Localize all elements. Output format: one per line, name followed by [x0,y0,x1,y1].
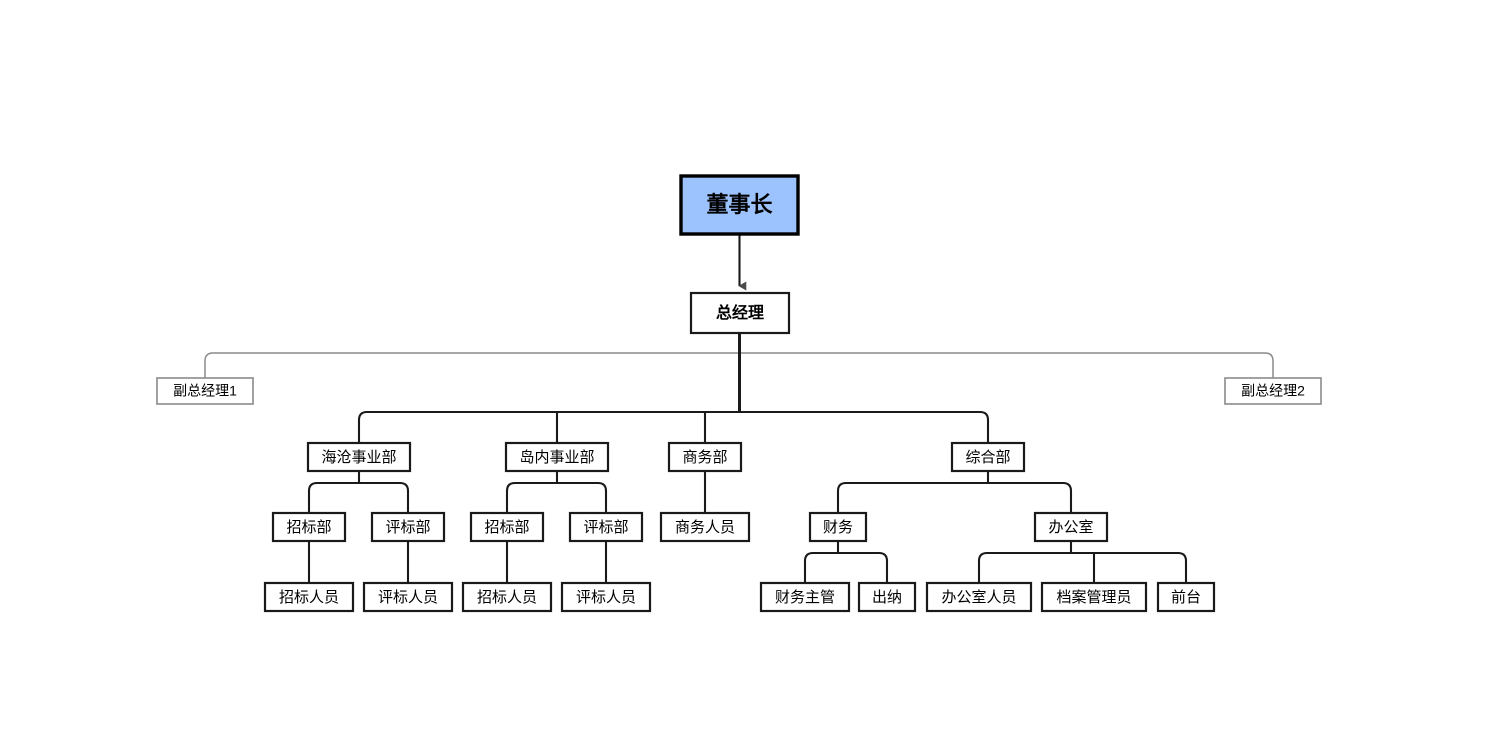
edge-daonei-to-evaluation [557,481,608,513]
node-haicang-bidding-staff[interactable]: 招标人员 [263,581,355,613]
node-deputy-gm-2-label: 副总经理2 [1241,383,1305,399]
node-daonei-evaluation-box[interactable] [568,511,644,543]
node-daonei-evaluation-label: 评标部 [583,519,628,536]
node-daonei-bidding[interactable]: 招标部 [469,511,545,543]
node-dept-haicang-label: 海沧事业部 [321,449,396,466]
node-business-staff-label: 商务人员 [675,519,735,536]
node-dept-haicang[interactable]: 海沧事业部 [306,441,412,473]
node-dept-general[interactable]: 综合部 [950,441,1026,473]
edge-haicang-to-bidding [307,481,359,513]
node-haicang-bidding[interactable]: 招标部 [271,511,347,543]
node-haicang-bidding-label: 招标部 [286,519,331,536]
node-finance-box[interactable] [808,511,868,543]
node-haicang-evaluation-staff-box[interactable] [362,581,454,613]
node-office-box[interactable] [1033,511,1109,543]
node-daonei-bidding-staff-box[interactable] [461,581,553,613]
node-dept-business[interactable]: 商务部 [667,441,743,473]
node-archivist-box[interactable] [1040,581,1148,613]
node-archivist-label: 档案管理员 [1056,588,1131,606]
edge-gm-to-dept-business [703,410,740,443]
node-dept-haicang-box[interactable] [306,441,412,473]
node-general-manager-box[interactable] [689,291,791,335]
node-business-staff[interactable]: 商务人员 [659,511,751,543]
node-reception-label: 前台 [1171,589,1201,606]
node-daonei-bidding-staff[interactable]: 招标人员 [461,581,553,613]
edge-layer [204,234,1274,583]
node-haicang-bidding-staff-label: 招标人员 [279,589,339,606]
node-dept-daonei-box[interactable] [504,441,610,473]
node-haicang-evaluation-staff[interactable]: 评标人员 [362,581,454,613]
node-cashier-label: 出纳 [872,589,902,606]
edge-office-to-archivist [1071,551,1096,583]
node-haicang-evaluation-box[interactable] [370,511,446,543]
edge-gm-to-dept-haicang [357,410,740,443]
node-office[interactable]: 办公室 [1033,511,1109,543]
node-layer: 董事长 总经理 副总经理1 副总经理2 海沧事业部 [156,174,1322,613]
node-deputy-gm-1-box[interactable] [156,377,254,405]
node-daonei-bidding-box[interactable] [469,511,545,543]
edge-general-to-finance [836,481,988,513]
edge-haicang-to-evaluation [359,481,410,513]
node-chairman-label: 董事长 [706,192,773,217]
node-cashier-box[interactable] [857,581,917,613]
node-finance-label: 财务 [823,519,853,536]
node-haicang-bidding-staff-box[interactable] [263,581,355,613]
edge-gm-to-dept-general [739,410,990,443]
node-dept-daonei-label: 岛内事业部 [519,449,594,466]
node-daonei-evaluation[interactable]: 评标部 [568,511,644,543]
node-finance-supervisor-label: 财务主管 [775,589,835,606]
node-cashier[interactable]: 出纳 [857,581,917,613]
node-daonei-evaluation-staff[interactable]: 评标人员 [560,581,652,613]
node-haicang-evaluation-staff-label: 评标人员 [378,589,438,606]
node-deputy-gm-1-label: 副总经理1 [173,383,237,399]
node-finance-supervisor[interactable]: 财务主管 [759,581,851,613]
node-business-staff-box[interactable] [659,511,751,543]
edge-gm-to-deputy-gm-1 [204,352,740,378]
node-chairman-box[interactable] [679,174,800,236]
edge-finance-to-supervisor [803,551,838,583]
edge-office-to-reception [1071,551,1188,583]
edge-gm-to-dept-daonei [555,410,740,443]
node-haicang-bidding-box[interactable] [271,511,347,543]
node-general-manager-label: 总经理 [716,303,764,322]
node-daonei-bidding-staff-label: 招标人员 [477,589,537,606]
node-office-label: 办公室 [1048,519,1093,536]
node-dept-business-box[interactable] [667,441,743,473]
node-daonei-evaluation-staff-label: 评标人员 [576,589,636,606]
edge-daonei-to-bidding [505,481,557,513]
node-chairman[interactable]: 董事长 [679,174,800,236]
node-reception-box[interactable] [1156,581,1216,613]
node-finance-supervisor-box[interactable] [759,581,851,613]
node-reception[interactable]: 前台 [1156,581,1216,613]
node-haicang-evaluation-label: 评标部 [385,519,430,536]
node-general-manager[interactable]: 总经理 [689,291,791,335]
node-deputy-gm-2[interactable]: 副总经理2 [1224,377,1322,405]
node-archivist[interactable]: 档案管理员 [1040,581,1148,613]
node-haicang-evaluation[interactable]: 评标部 [370,511,446,543]
node-deputy-gm-2-box[interactable] [1224,377,1322,405]
node-office-staff-label: 办公室人员 [941,589,1016,606]
edge-gm-to-deputy-gm-2 [739,352,1274,378]
node-office-staff-box[interactable] [925,581,1033,613]
node-dept-business-label: 商务部 [682,449,727,466]
edge-office-to-staff [977,551,1071,583]
node-dept-daonei[interactable]: 岛内事业部 [504,441,610,473]
node-dept-general-box[interactable] [950,441,1026,473]
node-finance[interactable]: 财务 [808,511,868,543]
edge-general-to-office [988,481,1073,513]
edge-finance-to-cashier [838,551,889,583]
node-daonei-evaluation-staff-box[interactable] [560,581,652,613]
node-office-staff[interactable]: 办公室人员 [925,581,1033,613]
node-dept-general-label: 综合部 [965,449,1010,466]
node-deputy-gm-1[interactable]: 副总经理1 [156,377,254,405]
node-daonei-bidding-label: 招标部 [484,519,529,536]
